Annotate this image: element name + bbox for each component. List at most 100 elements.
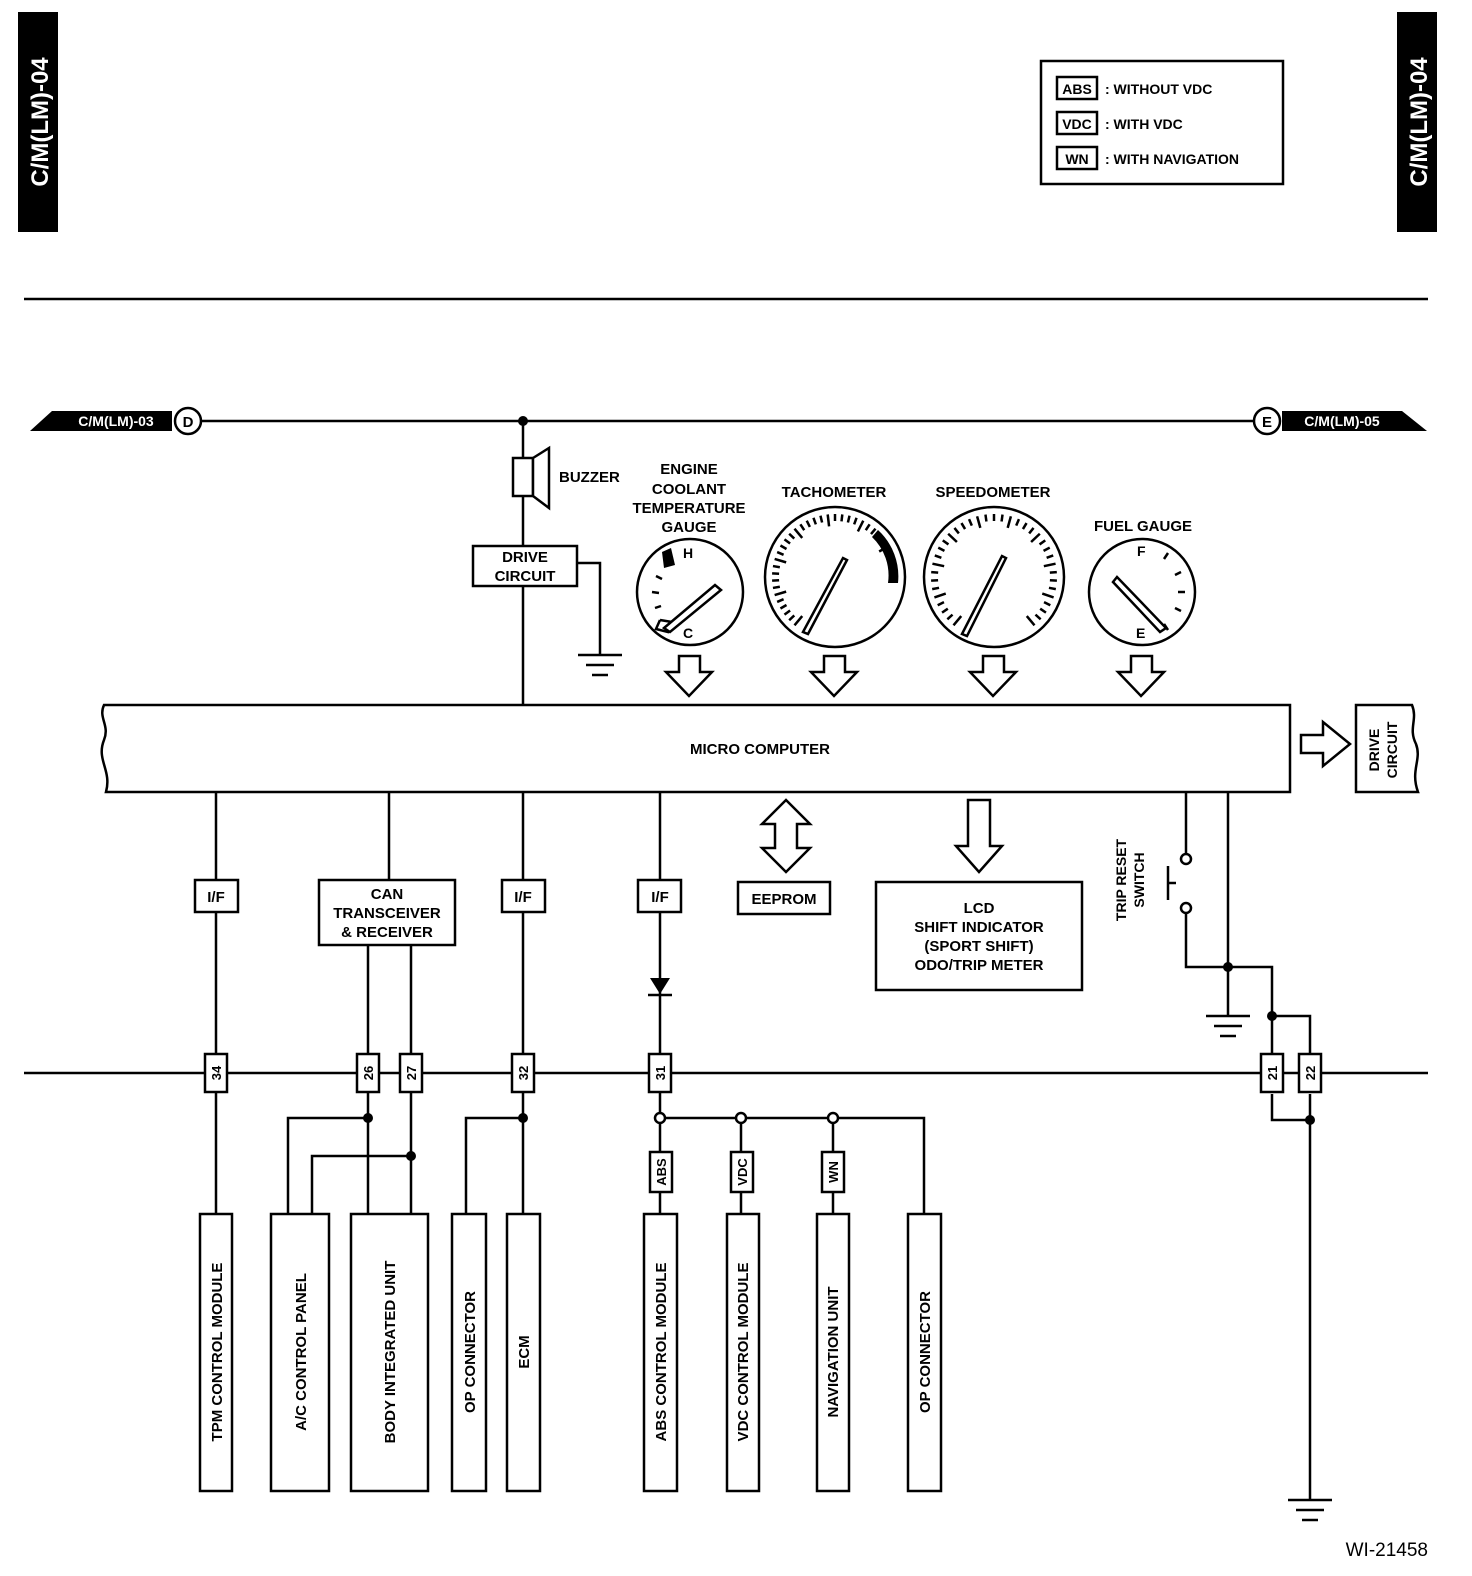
ground-icon [1288, 1498, 1332, 1522]
ground-icon [1206, 1014, 1250, 1038]
dial-tick [1039, 607, 1047, 614]
buzzer-label: BUZZER [559, 469, 620, 486]
tachometer: TACHOMETER [763, 484, 907, 698]
module-ac-control-panel: A/C CONTROL PANEL [269, 1212, 331, 1493]
dial-tick [1000, 514, 1004, 522]
top-power-bus: C/M(LM)-03 D E C/M(LM)-05 [30, 406, 1427, 436]
speedometer: SPEEDOMETER [922, 484, 1066, 698]
legend-text-abs: : WITHOUT VDC [1105, 81, 1212, 97]
dial-tick [933, 592, 947, 599]
dial-tick [819, 515, 824, 523]
pin-27-label: 27 [404, 1066, 419, 1080]
can-line2: TRANSCEIVER [333, 905, 441, 922]
pin-34: 34 [203, 1052, 229, 1094]
coolant-gauge: ENGINE COOLANT TEMPERATURE GAUGE H C [632, 461, 746, 698]
ground-icon [578, 653, 622, 677]
fuel-f: F [1137, 543, 1146, 559]
dial-tick [1043, 562, 1056, 568]
eeprom-label: EEPROM [751, 891, 816, 908]
legend-code-vdc: VDC [1062, 116, 1092, 132]
fuel-gauge-label: FUEL GAUGE [1094, 518, 1192, 535]
option-tag-wn: WN [826, 1161, 841, 1183]
trip-reset-line1: TRIP RESET [1113, 838, 1129, 921]
dial-tick [931, 586, 940, 591]
dial-tick [1025, 615, 1036, 627]
module-ecm: ECM [505, 1212, 542, 1493]
figure-id: WI-21458 [1346, 1540, 1428, 1561]
right-connector-letter: E [1262, 414, 1272, 431]
dial-tick [1049, 570, 1057, 574]
pin-31: 31 [647, 1052, 673, 1094]
dial-tick [846, 515, 851, 523]
dial-tick [783, 609, 791, 616]
dial-tick [826, 514, 831, 527]
right-page-tab: C/M(LM)-04 [1397, 12, 1437, 232]
modules: TPM CONTROL MODULE A/C CONTROL PANEL BOD… [198, 1212, 943, 1493]
module-tpm-label: TPM CONTROL MODULE [209, 1263, 226, 1442]
dial-tick [1015, 518, 1021, 527]
right-drive-circuit: DRIVE CIRCUIT [1299, 703, 1420, 794]
dial-tick [788, 614, 796, 622]
coolant-label-line1: ENGINE [660, 461, 718, 478]
speedometer-arrow-icon [967, 654, 1019, 698]
right-connector-ref: C/M(LM)-05 [1304, 413, 1380, 429]
left-page-tab: C/M(LM)-04 [18, 12, 58, 232]
dial-tick [779, 544, 788, 551]
fuel-needle [1111, 575, 1168, 634]
coolant-needle [661, 583, 723, 634]
module-tpm-control-module: TPM CONTROL MODULE [198, 1212, 234, 1493]
pin-21: 21 [1259, 1052, 1285, 1094]
dial-tick [812, 517, 818, 525]
dial-tick [788, 532, 796, 540]
pin-34-label: 34 [209, 1065, 224, 1080]
module-vdc-label: VDC CONTROL MODULE [735, 1263, 752, 1442]
eeprom-arrow-icon [758, 798, 814, 874]
module-navigation-unit: NAVIGATION UNIT [815, 1212, 851, 1493]
dial-tick [942, 539, 950, 546]
pin-27: 27 [398, 1052, 424, 1094]
coolant-label-line4: GAUGE [661, 519, 716, 536]
dial-tick [1028, 527, 1035, 535]
dial-tick [1041, 592, 1055, 599]
dial-tick [772, 585, 781, 590]
dial-tick [774, 590, 787, 597]
left-connector-letter: D [183, 414, 194, 431]
lcd-block: LCD SHIFT INDICATOR (SPORT SHIFT) ODO/TR… [874, 798, 1084, 992]
pin-26: 26 [355, 1052, 381, 1094]
drive-circuit-line2: CIRCUIT [495, 568, 556, 585]
lcd-line4: ODO/TRIP METER [915, 957, 1044, 974]
if-label-abs: I/F [651, 889, 669, 906]
module-abs-label: ABS CONTROL MODULE [653, 1263, 670, 1442]
drive-circuit-line1: DRIVE [502, 549, 548, 566]
drive-arrow-icon [1299, 719, 1352, 769]
dial-tick [1046, 554, 1054, 560]
dial-tick [783, 538, 791, 545]
fuel-gauge: FUEL GAUGE F E [1087, 518, 1197, 698]
dial-tick [1030, 532, 1041, 543]
eeprom: EEPROM [736, 798, 832, 916]
dial-tick [1043, 601, 1051, 607]
dial-tick [774, 557, 787, 564]
legend-text-vdc: : WITH VDC [1105, 116, 1183, 132]
signal-wires: I/F CAN TRANSCEIVER & RECEIVER I/F I/F [193, 792, 1332, 1522]
coolant-dial [635, 537, 745, 647]
pin-21-label: 21 [1265, 1066, 1280, 1080]
legend: ABS : WITHOUT VDC VDC : WITH VDC WN : WI… [1039, 59, 1285, 186]
diode-icon [650, 978, 670, 994]
dial-tick [772, 564, 781, 569]
option-tag-abs: ABS [654, 1158, 669, 1186]
dial-tick [1021, 522, 1028, 530]
dial-tick [1042, 546, 1051, 553]
legend-text-wn: : WITH NAVIGATION [1105, 151, 1239, 167]
left-connector-ref: C/M(LM)-03 [78, 413, 154, 429]
dial-tick [941, 607, 949, 614]
right-page-tab-label: C/M(LM)-04 [1406, 57, 1433, 187]
coolant-h: H [683, 545, 693, 561]
dial-tick [776, 550, 785, 556]
dial-tick [799, 523, 806, 531]
dial-tick [967, 518, 973, 527]
if-label-ecm: I/F [514, 889, 532, 906]
module-ecm-label: ECM [516, 1335, 533, 1368]
module-op-connector-1: OP CONNECTOR [450, 1212, 488, 1493]
